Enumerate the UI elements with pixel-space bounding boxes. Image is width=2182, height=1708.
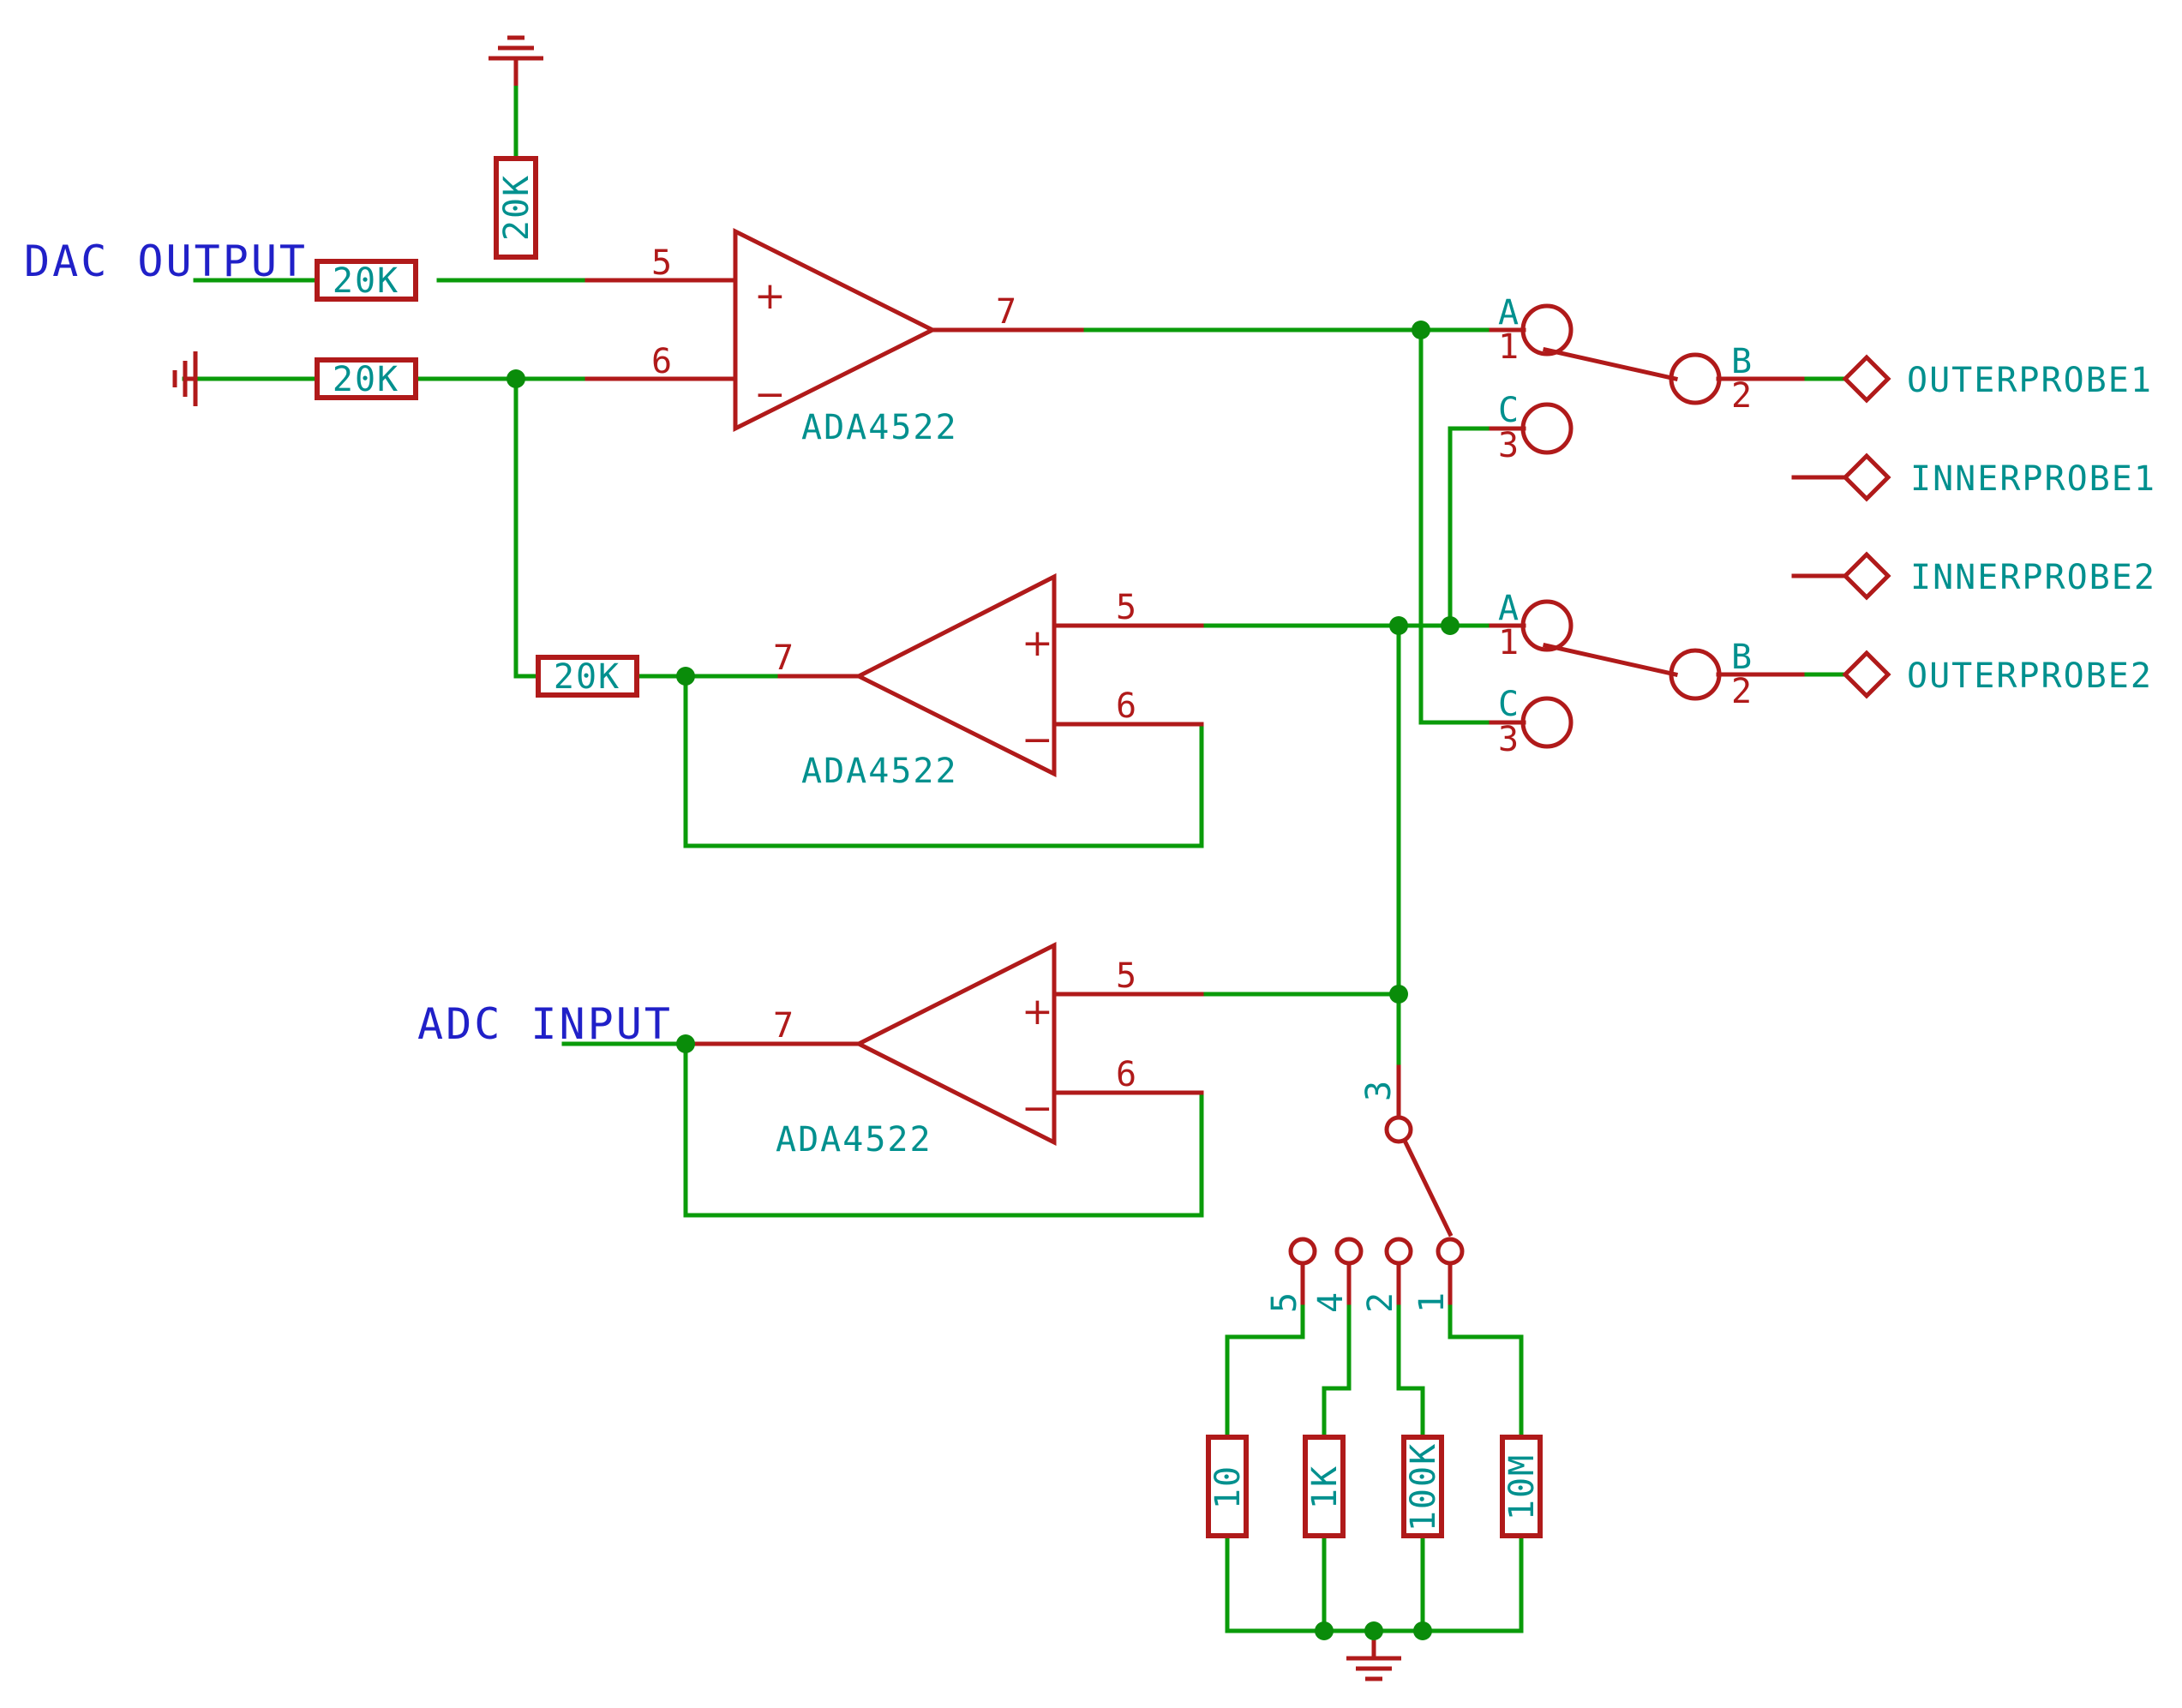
u3-pin-plus: 5 — [1116, 956, 1136, 996]
resistor-10m: 10M — [1500, 1435, 1543, 1538]
port-innerprobe2-label: INNERPROBE2 — [1910, 558, 2156, 597]
opamp-u3: + − 5 6 7 ADA4522 — [773, 941, 1136, 1160]
resistor-feedback: 20K — [536, 655, 639, 698]
port-outerprobe1-label: OUTERPROBE1 — [1907, 361, 2153, 400]
range-switch-pos5-label: 5 — [1265, 1291, 1304, 1313]
u3-plus-sign: + — [1022, 990, 1053, 1034]
u2-pin-out: 7 — [773, 638, 794, 678]
net-label-adc-input: ADC INPUT — [417, 999, 673, 1049]
opamp-u1: + − 5 6 7 ADA4522 — [651, 227, 1016, 447]
switch2-c-label: C — [1498, 685, 1520, 724]
u1-minus-sign: − — [754, 373, 786, 417]
u3-pin-minus: 6 — [1116, 1055, 1136, 1094]
u2-plus-sign: + — [1022, 621, 1053, 665]
u2-minus-sign: − — [1022, 718, 1053, 762]
switch-1: A 1 C 3 B 2 — [1498, 293, 1753, 465]
u1-part-label: ADA4522 — [801, 408, 958, 447]
switch-2: A 1 C 3 B 2 — [1498, 589, 1753, 759]
u2-part-label: ADA4522 — [801, 752, 958, 791]
opamp-u2: + − 5 6 7 ADA4522 — [773, 572, 1136, 791]
switch1-c-label: C — [1498, 391, 1520, 430]
port-outerprobe1: OUTERPROBE1 — [1842, 354, 2153, 404]
resistor-100k-label: 100K — [1404, 1442, 1443, 1531]
port-outerprobe2: OUTERPROBE2 — [1842, 650, 2153, 699]
u2-pin-minus: 6 — [1116, 686, 1136, 726]
u1-pin-out: 7 — [996, 292, 1016, 332]
junctions — [507, 321, 1460, 1640]
range-switch-pos1-label: 1 — [1412, 1291, 1452, 1313]
resistor-100k: 100K — [1401, 1435, 1444, 1538]
u3-minus-sign: − — [1022, 1087, 1053, 1130]
resistor-10: 10 — [1206, 1435, 1249, 1538]
net-label-dac-output: DAC OUTPUT — [24, 237, 308, 286]
range-switch-pos4-label: 4 — [1311, 1291, 1351, 1313]
resistor-1k-label: 1K — [1305, 1465, 1345, 1509]
u3-pin-out: 7 — [773, 1006, 794, 1046]
resistor-gnd: 20K — [315, 357, 418, 400]
range-switch: 3 5 4 2 1 — [1265, 1079, 1465, 1313]
switch1-a-label: A — [1498, 293, 1520, 333]
switch2-a-num: 1 — [1498, 623, 1519, 662]
resistor-10-label: 10 — [1208, 1465, 1248, 1509]
u2-pin-plus: 5 — [1116, 588, 1136, 627]
ground-symbol-left — [172, 351, 198, 406]
range-switch-pos2-label: 2 — [1361, 1291, 1400, 1313]
port-outerprobe2-label: OUTERPROBE2 — [1907, 656, 2153, 696]
range-switch-common-label: 3 — [1359, 1079, 1399, 1101]
u1-plus-sign: + — [754, 274, 786, 318]
resistor-feedback-label: 20K — [554, 657, 620, 697]
switch2-a-label: A — [1498, 589, 1520, 628]
switch1-a-num: 1 — [1498, 327, 1519, 367]
resistor-pullup-label: 20K — [497, 174, 537, 241]
switch1-b-label: B — [1731, 342, 1753, 381]
switch2-b-label: B — [1731, 638, 1753, 677]
u1-pin-minus: 6 — [651, 342, 672, 381]
switch1-b-num: 2 — [1731, 376, 1752, 416]
u1-pin-plus: 5 — [651, 243, 672, 283]
u3-part-label: ADA4522 — [776, 1120, 932, 1160]
resistor-pullup: 20K — [494, 156, 538, 260]
ground-symbol-top — [489, 35, 543, 86]
switch1-c-num: 3 — [1498, 426, 1519, 465]
resistor-dac-label: 20K — [333, 261, 399, 301]
resistor-dac: 20K — [315, 259, 418, 302]
port-innerprobe2: INNERPROBE2 — [1842, 551, 2156, 601]
port-innerprobe1: INNERPROBE1 — [1842, 452, 2156, 502]
switch2-c-num: 3 — [1498, 720, 1519, 759]
resistor-10m-label: 10M — [1502, 1453, 1542, 1520]
switch2-b-num: 2 — [1731, 672, 1752, 711]
pin-stubs — [584, 278, 1848, 1305]
resistor-gnd-label: 20K — [333, 360, 399, 399]
port-innerprobe1-label: INNERPROBE1 — [1910, 459, 2156, 499]
resistor-1k: 1K — [1303, 1435, 1346, 1538]
